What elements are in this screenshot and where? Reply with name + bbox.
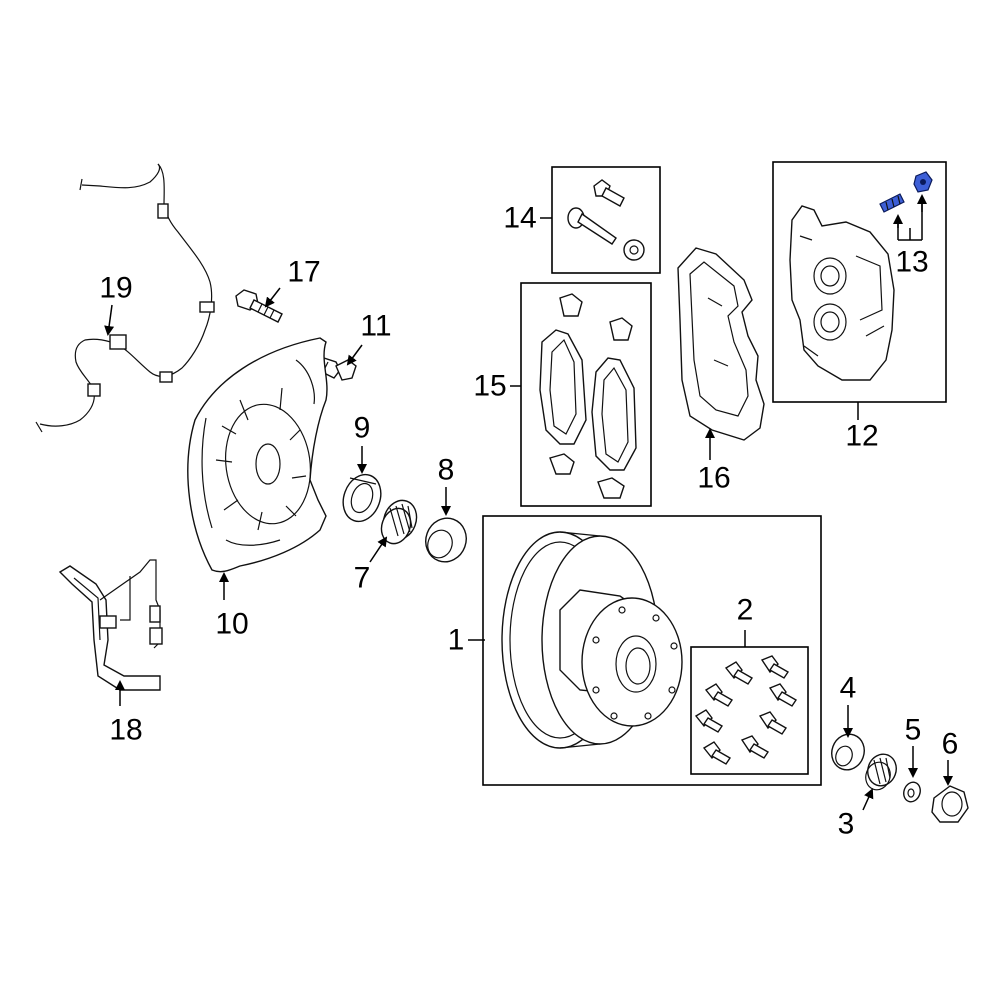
sensor-bracket-18[interactable]	[58, 559, 163, 691]
abs-sensor-harness-19[interactable]	[35, 163, 215, 433]
splash-shield-10[interactable]	[187, 337, 328, 573]
brake-caliper-12[interactable]	[772, 161, 947, 403]
callout-16: 16	[697, 462, 730, 495]
inner-bearing-7[interactable]	[377, 496, 422, 548]
slide-pin-kit-14[interactable]	[551, 166, 661, 274]
callout-4: 4	[840, 672, 857, 705]
callout-19: 19	[99, 272, 132, 305]
washer-5[interactable]	[901, 780, 923, 804]
rotor-hub-assembly-1[interactable]	[482, 515, 822, 786]
callout-17: 17	[287, 256, 320, 289]
callout-15: 15	[473, 370, 506, 403]
caliper-bracket-16[interactable]	[677, 247, 765, 441]
callout-11: 11	[360, 310, 391, 343]
callout-6: 6	[942, 728, 959, 761]
bearing-race-8[interactable]	[420, 512, 473, 567]
callout-13: 13	[895, 246, 928, 279]
leader-lines	[104, 194, 953, 811]
callout-9: 9	[354, 412, 371, 445]
callout-7: 7	[354, 562, 371, 595]
callout-12: 12	[845, 420, 878, 453]
outer-race-4[interactable]	[827, 730, 869, 775]
callout-1: 1	[448, 624, 465, 657]
outer-bearing-3[interactable]	[862, 750, 901, 793]
callout-5: 5	[905, 714, 922, 747]
callout-10: 10	[215, 608, 248, 641]
wheel-stud-kit-2[interactable]	[690, 646, 809, 775]
bolt-17[interactable]	[235, 289, 283, 323]
callout-14: 14	[503, 202, 536, 235]
callout-18: 18	[109, 714, 142, 747]
brake-pad-set-15[interactable]	[520, 282, 652, 507]
callout-8: 8	[438, 454, 455, 487]
callout-numbers: 1 2 3 4 5 6 7 8 9 10 11 12 13 14 15 16 1…	[99, 202, 958, 841]
callout-2: 2	[737, 594, 754, 627]
seal-9[interactable]	[337, 469, 387, 526]
bleeder-screw-13[interactable]	[879, 171, 933, 213]
hub-nut-6[interactable]	[931, 785, 969, 823]
callout-3: 3	[838, 808, 855, 841]
